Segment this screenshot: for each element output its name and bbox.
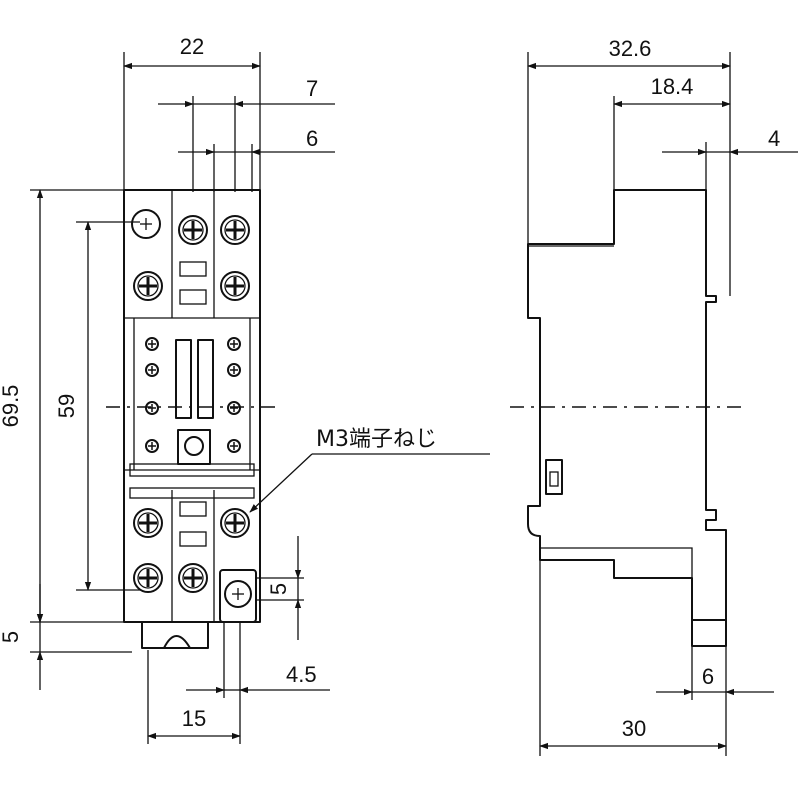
terminal-screw bbox=[132, 270, 164, 302]
pin-socket bbox=[227, 337, 241, 351]
terminal-screw-callout: M3端子ねじ bbox=[249, 427, 490, 513]
pin-socket bbox=[145, 337, 159, 351]
dim-label-4: 4 bbox=[768, 126, 780, 151]
socket-foot-notch bbox=[163, 635, 191, 649]
dim-label-32-6: 32.6 bbox=[609, 36, 652, 61]
mounting-tab-lower bbox=[219, 569, 257, 623]
relay-slot-right bbox=[197, 339, 214, 419]
terminal-screw bbox=[132, 507, 164, 539]
dim-label-7: 7 bbox=[306, 76, 318, 101]
terminal-screw bbox=[177, 562, 209, 594]
terminal-slot bbox=[179, 531, 207, 547]
dim-label-5-right: 5 bbox=[266, 583, 291, 595]
side-body-outline bbox=[527, 189, 727, 621]
side-view bbox=[510, 189, 744, 647]
relay-slot-left bbox=[175, 339, 192, 419]
pin-socket bbox=[145, 401, 159, 415]
pin-socket bbox=[227, 401, 241, 415]
side-dimensions: 32.6 18.4 4 6 30 bbox=[527, 36, 798, 756]
dim-label-6-side: 6 bbox=[702, 664, 714, 689]
terminal-screw bbox=[219, 507, 251, 539]
dim-label-59: 59 bbox=[54, 394, 79, 418]
din-clip bbox=[545, 459, 563, 495]
front-dimensions: 22 7 6 69.5 59 5 bbox=[0, 34, 335, 744]
center-clip bbox=[177, 429, 211, 465]
terminal-screw bbox=[219, 270, 251, 302]
pin-socket bbox=[227, 363, 241, 377]
latch-bar-lower bbox=[129, 487, 255, 499]
front-view bbox=[106, 189, 282, 649]
terminal-screw bbox=[177, 214, 209, 246]
dim-label-4-5: 4.5 bbox=[286, 662, 317, 687]
dim-label-18-4: 18.4 bbox=[651, 74, 694, 99]
din-clip-inner bbox=[549, 471, 559, 487]
dim-label-22: 22 bbox=[180, 34, 204, 59]
dim-label-15: 15 bbox=[182, 706, 206, 731]
side-foot bbox=[691, 619, 727, 647]
socket-body-outline bbox=[123, 189, 261, 623]
terminal-screw bbox=[132, 562, 164, 594]
pin-socket bbox=[227, 439, 241, 453]
terminal-slot bbox=[179, 261, 207, 277]
pin-socket bbox=[145, 439, 159, 453]
callout-label: M3端子ねじ bbox=[316, 427, 437, 452]
center-clip-hole bbox=[184, 436, 204, 456]
dim-label-6: 6 bbox=[306, 126, 318, 151]
terminal-slot bbox=[179, 501, 207, 517]
dim-label-30: 30 bbox=[622, 716, 646, 741]
socket-foot bbox=[141, 622, 209, 649]
side-base-step bbox=[540, 547, 693, 578]
dim-label-5-bottom: 5 bbox=[0, 631, 23, 643]
pin-socket bbox=[145, 363, 159, 377]
dim-label-69-5: 69.5 bbox=[0, 385, 23, 428]
terminal-slot bbox=[179, 289, 207, 305]
terminal-screw bbox=[219, 214, 251, 246]
